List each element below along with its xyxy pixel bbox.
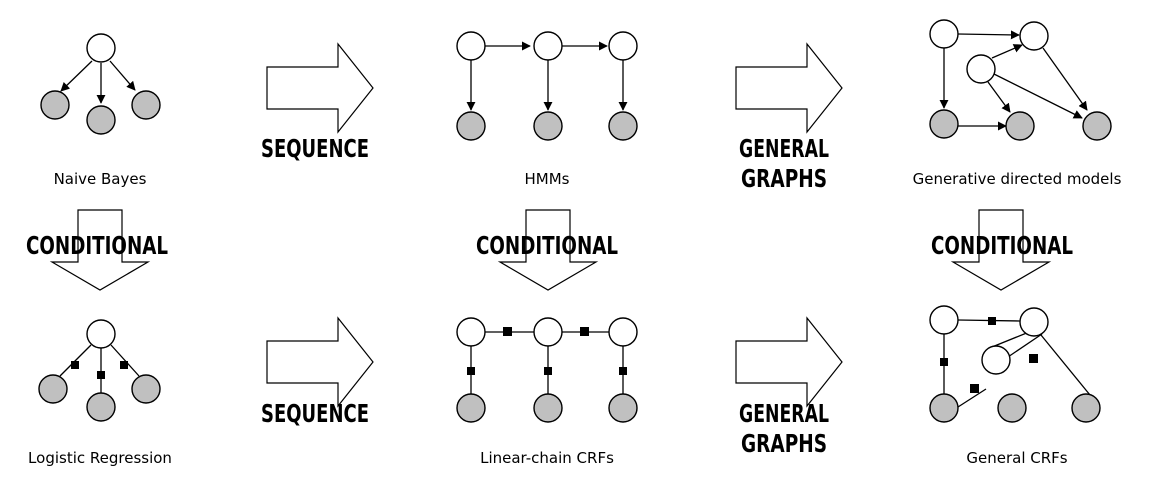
- general-crf-graph: [929, 305, 1101, 423]
- hidden-node: [1019, 307, 1049, 337]
- observation-node: [456, 111, 486, 141]
- general-graphs-arrow-top: [735, 42, 843, 134]
- state-node: [533, 31, 563, 61]
- class-node: [86, 319, 116, 349]
- general-crfs-label: General CRFs: [966, 449, 1067, 467]
- observed-node: [1082, 111, 1112, 141]
- naive-bayes-graph: [40, 33, 161, 135]
- conditional-arrow-left: [49, 209, 151, 291]
- hidden-node: [929, 305, 959, 335]
- factor-node: [71, 361, 79, 369]
- class-node: [86, 33, 116, 63]
- factor-node: [619, 367, 627, 375]
- feature-node: [86, 392, 116, 422]
- hidden-node: [929, 19, 959, 49]
- graphs-label-top: GRAPHS: [741, 164, 827, 193]
- feature-node: [86, 105, 116, 135]
- state-node: [456, 317, 486, 347]
- factor-node: [97, 371, 105, 379]
- observed-node: [929, 109, 959, 139]
- hmms-label: HMMs: [525, 170, 570, 188]
- linear-chain-crfs-label: Linear-chain CRFs: [480, 449, 614, 467]
- linear-chain-crf-graph: [456, 317, 638, 423]
- factor-node: [940, 358, 948, 366]
- conditional-label-middle: CONDITIONAL: [476, 231, 618, 260]
- sequence-arrow-bottom: [266, 316, 374, 408]
- conditional-arrow-middle: [497, 209, 599, 291]
- general-label-bottom: GENERAL: [739, 399, 829, 428]
- sequence-label-bottom: SEQUENCE: [261, 399, 369, 428]
- hidden-node: [1019, 21, 1049, 51]
- state-node: [533, 317, 563, 347]
- feature-node: [131, 374, 161, 404]
- observed-node: [929, 393, 959, 423]
- logistic-regression-label: Logistic Regression: [28, 449, 172, 467]
- sequence-arrow-top: [266, 42, 374, 134]
- factor-node: [544, 367, 552, 375]
- generative-directed-graph: [929, 19, 1112, 141]
- observation-node: [456, 393, 486, 423]
- factor-node: [970, 384, 979, 393]
- factor-node: [580, 327, 589, 336]
- conditional-label-left: CONDITIONAL: [26, 231, 168, 260]
- naive-bayes-label: Naive Bayes: [54, 170, 147, 188]
- state-node: [608, 317, 638, 347]
- observed-node: [1005, 111, 1035, 141]
- state-node: [456, 31, 486, 61]
- observation-node: [533, 393, 563, 423]
- feature-node: [40, 90, 70, 120]
- factor-node: [1029, 354, 1038, 363]
- sequence-label-top: SEQUENCE: [261, 134, 369, 163]
- general-graphs-arrow-bottom: [735, 316, 843, 408]
- conditional-label-right: CONDITIONAL: [931, 231, 1073, 260]
- state-node: [608, 31, 638, 61]
- observation-node: [608, 393, 638, 423]
- observation-node: [533, 111, 563, 141]
- hmm-graph: [456, 31, 638, 141]
- logistic-regression-graph: [38, 319, 161, 422]
- hidden-node: [966, 54, 996, 84]
- graphs-label-bottom: GRAPHS: [741, 429, 827, 458]
- observation-node: [608, 111, 638, 141]
- generative-directed-label: Generative directed models: [913, 170, 1122, 188]
- factor-node: [120, 361, 128, 369]
- conditional-arrow-right: [950, 209, 1052, 291]
- factor-node: [988, 317, 996, 325]
- observed-node: [1071, 393, 1101, 423]
- feature-node: [131, 90, 161, 120]
- factor-node: [503, 327, 512, 336]
- feature-node: [38, 374, 68, 404]
- hidden-node: [981, 345, 1011, 375]
- observed-node: [997, 393, 1027, 423]
- general-label-top: GENERAL: [739, 134, 829, 163]
- factor-node: [467, 367, 475, 375]
